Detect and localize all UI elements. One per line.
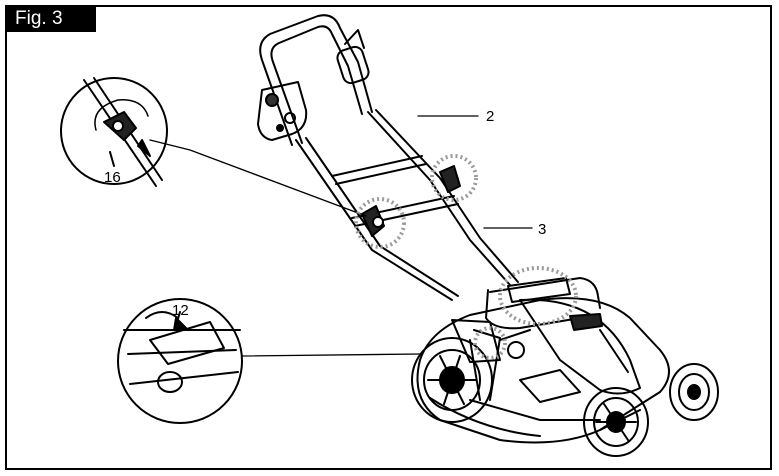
highlight-left-knob bbox=[354, 197, 406, 249]
grass-catcher-rear bbox=[469, 329, 501, 401]
handle-bars bbox=[295, 109, 519, 301]
highlight-battery bbox=[498, 266, 578, 326]
figure-frame bbox=[5, 5, 772, 470]
front-right-wheel bbox=[669, 363, 719, 421]
highlight-lever bbox=[473, 326, 507, 360]
highlight-right-knob bbox=[430, 154, 478, 202]
detail-circle-knob bbox=[60, 77, 367, 217]
figure-label: Fig. 3 bbox=[5, 5, 96, 32]
callout-3: 3 bbox=[538, 221, 546, 238]
front-left-wheel bbox=[583, 387, 649, 457]
callout-2: 2 bbox=[486, 108, 494, 125]
callout-16: 16 bbox=[104, 169, 121, 186]
callout-12: 12 bbox=[172, 302, 189, 319]
left-knob bbox=[361, 205, 385, 237]
detail-circle-lever bbox=[117, 298, 421, 424]
upper-handle bbox=[257, 14, 373, 146]
rear-left-wheel bbox=[411, 337, 493, 423]
right-knob bbox=[439, 165, 461, 193]
mower-body bbox=[416, 277, 670, 444]
